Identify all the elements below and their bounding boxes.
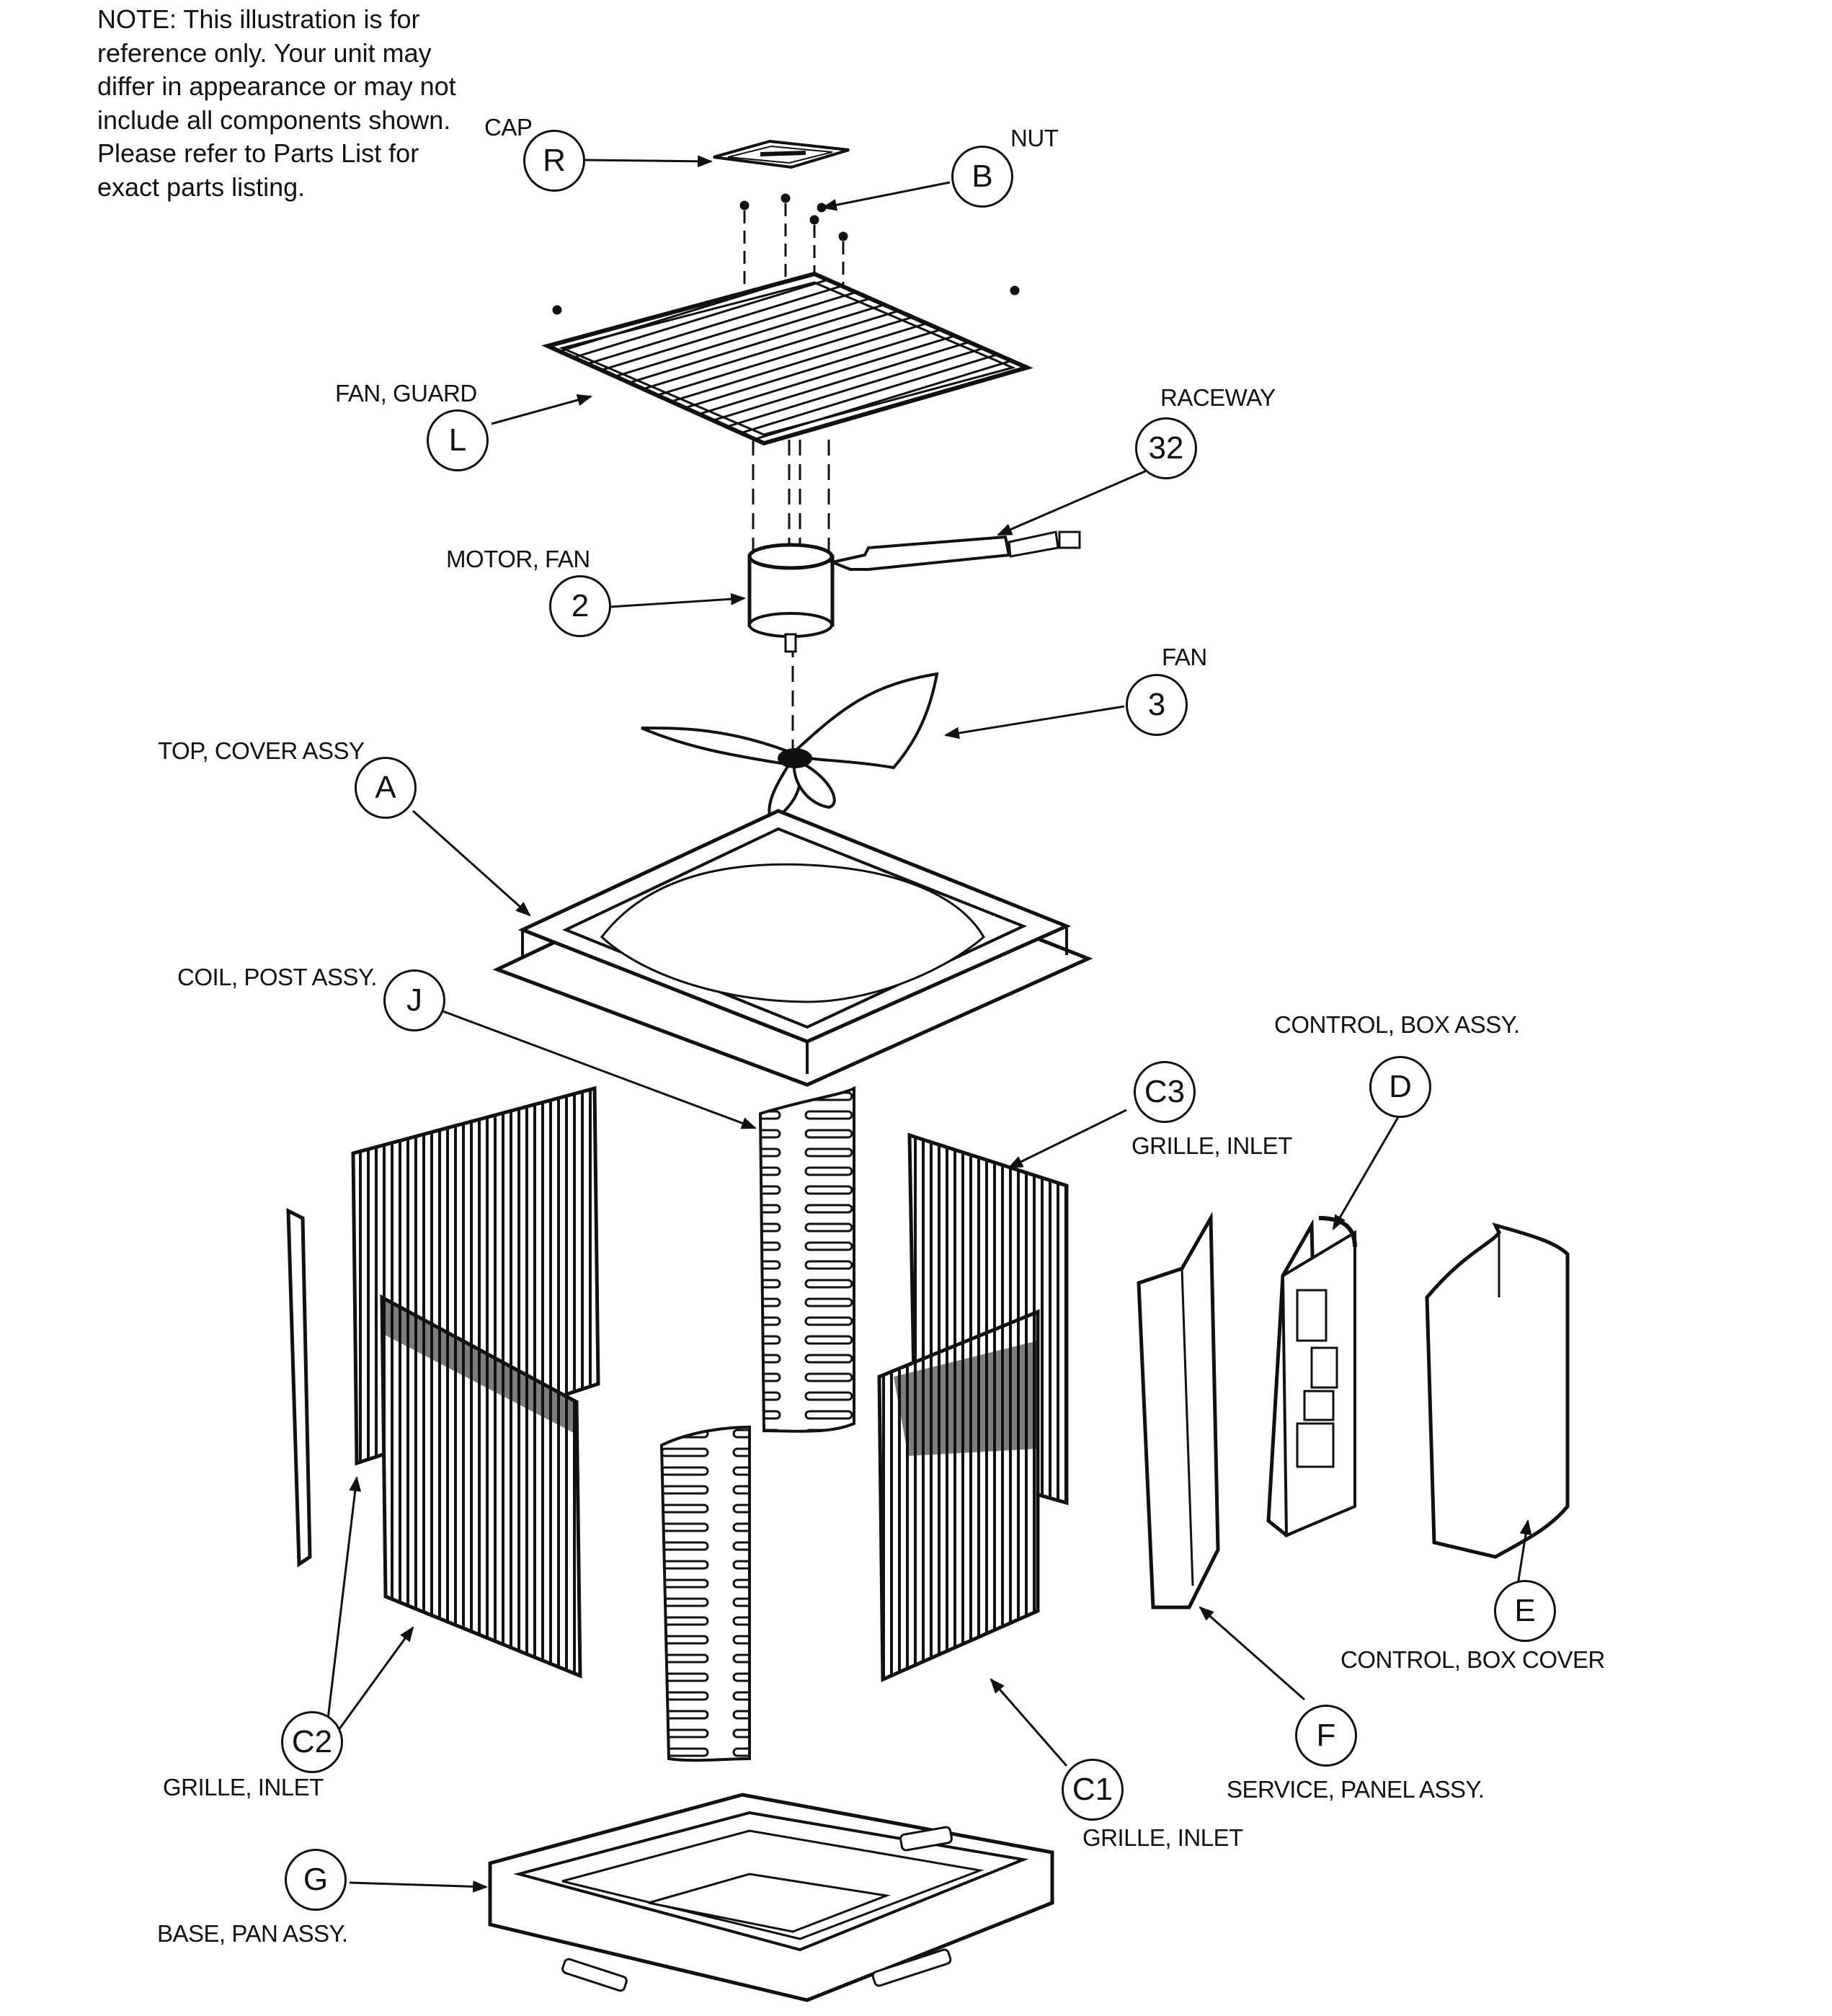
note-line: reference only. Your unit may	[97, 37, 432, 68]
label-motor-fan: MOTOR, FAN	[446, 546, 590, 572]
label-top-cover-assy: TOP, COVER ASSY	[158, 737, 365, 764]
callout-b: B	[951, 146, 1013, 208]
callout-c3: C3	[1134, 1061, 1196, 1123]
coil-post-left	[286, 1207, 312, 1568]
note-line: differ in appearance or may not	[97, 71, 456, 101]
label-coil-post-assy: COIL, POST ASSY.	[177, 964, 377, 990]
leader-lines	[326, 155, 1532, 1893]
callout-2: 2	[549, 575, 611, 637]
callout-c1: C1	[1062, 1759, 1124, 1821]
fan-motor-part	[747, 543, 835, 653]
note-line: Please refer to Parts List for	[97, 138, 419, 168]
service-panel-part	[1137, 1211, 1220, 1609]
label-service-panel-assy: SERVICE, PANEL ASSY.	[1227, 1776, 1485, 1803]
callout-a: A	[355, 757, 417, 819]
control-box-cover-part	[1425, 1222, 1570, 1559]
callout-d: D	[1369, 1056, 1431, 1118]
label-fan: FAN	[1162, 644, 1207, 670]
note-line: exact parts listing.	[97, 172, 306, 202]
note-line: include all components shown.	[97, 105, 451, 135]
label-raceway: RACEWAY	[1160, 384, 1276, 411]
callout-32: 32	[1135, 417, 1197, 479]
callout-r: R	[523, 130, 585, 192]
label-nut: NUT	[1010, 125, 1059, 151]
label-grille-inlet-c2: GRILLE, INLET	[163, 1774, 324, 1800]
coil-post-panel-upper	[758, 1085, 855, 1433]
top-cover-part	[492, 809, 1093, 1087]
nut-parts	[552, 193, 1020, 339]
control-box-part	[1266, 1216, 1357, 1537]
callout-3: 3	[1126, 674, 1188, 736]
note-line: NOTE: This illustration is for	[97, 4, 420, 34]
label-fan-guard: FAN, GUARD	[335, 380, 477, 407]
label-control-box-assy: CONTROL, BOX ASSY.	[1274, 1011, 1520, 1038]
inlet-grille-c1	[877, 1309, 1040, 1682]
callout-c2: C2	[281, 1711, 343, 1773]
label-cap: CAP	[484, 114, 533, 141]
fan-blade-part	[641, 672, 939, 825]
callout-f: F	[1295, 1705, 1357, 1767]
motor-shaft-guides	[752, 440, 830, 757]
callout-j: J	[383, 969, 445, 1031]
label-grille-inlet-c1: GRILLE, INLET	[1082, 1824, 1243, 1851]
label-base-pan-assy: BASE, PAN ASSY.	[157, 1920, 348, 1947]
fan-guard-part	[541, 271, 1033, 446]
cap-part	[713, 139, 850, 169]
reference-note: NOTE: This illustration is for reference…	[97, 3, 501, 204]
raceway-part	[827, 530, 1081, 571]
inlet-grille-c2-front	[380, 1294, 582, 1679]
callout-e: E	[1494, 1580, 1556, 1642]
callout-l: L	[427, 409, 489, 471]
label-grille-inlet-c3: GRILLE, INLET	[1131, 1132, 1292, 1159]
callout-g: G	[285, 1849, 347, 1911]
coil-post-panel-lower	[659, 1425, 751, 1762]
base-pan-part	[488, 1793, 1054, 2002]
label-control-box-cover: CONTROL, BOX COVER	[1340, 1646, 1605, 1673]
